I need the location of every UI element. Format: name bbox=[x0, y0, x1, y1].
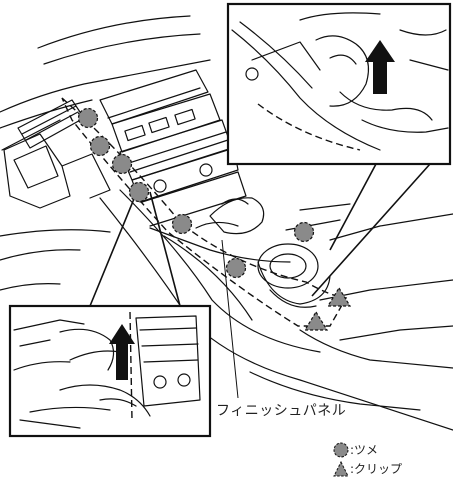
legend-claw-label: :ツメ bbox=[350, 443, 379, 457]
legend: :ツメ :クリップ bbox=[333, 440, 402, 478]
panel-leader-line bbox=[221, 239, 239, 399]
inset-top-right bbox=[226, 2, 452, 166]
inset-up-arrow-icon bbox=[109, 324, 135, 380]
claw-marker bbox=[111, 153, 133, 175]
legend-claw: :ツメ bbox=[333, 440, 402, 459]
clip-legend-icon bbox=[333, 460, 349, 476]
claw-marker bbox=[225, 257, 247, 279]
claw-marker bbox=[77, 107, 99, 129]
inset-connector-bottom bbox=[89, 191, 181, 307]
legend-clip: :クリップ bbox=[333, 459, 402, 478]
inset-up-arrow-icon bbox=[365, 40, 395, 94]
inset-connector-top bbox=[311, 163, 431, 297]
claw-marker bbox=[128, 181, 150, 203]
claw-marker bbox=[89, 135, 111, 157]
claw-markers bbox=[77, 107, 315, 279]
inset-bottom-left bbox=[8, 304, 212, 438]
finish-panel-label: フィニッシュパネル bbox=[216, 403, 347, 419]
claw-marker bbox=[171, 213, 193, 235]
legend-clip-label: :クリップ bbox=[350, 462, 403, 476]
claw-marker bbox=[293, 221, 315, 243]
clip-marker bbox=[326, 286, 352, 307]
clip-marker bbox=[303, 310, 329, 331]
clip-markers bbox=[303, 286, 352, 331]
claw-legend-icon bbox=[333, 442, 349, 457]
